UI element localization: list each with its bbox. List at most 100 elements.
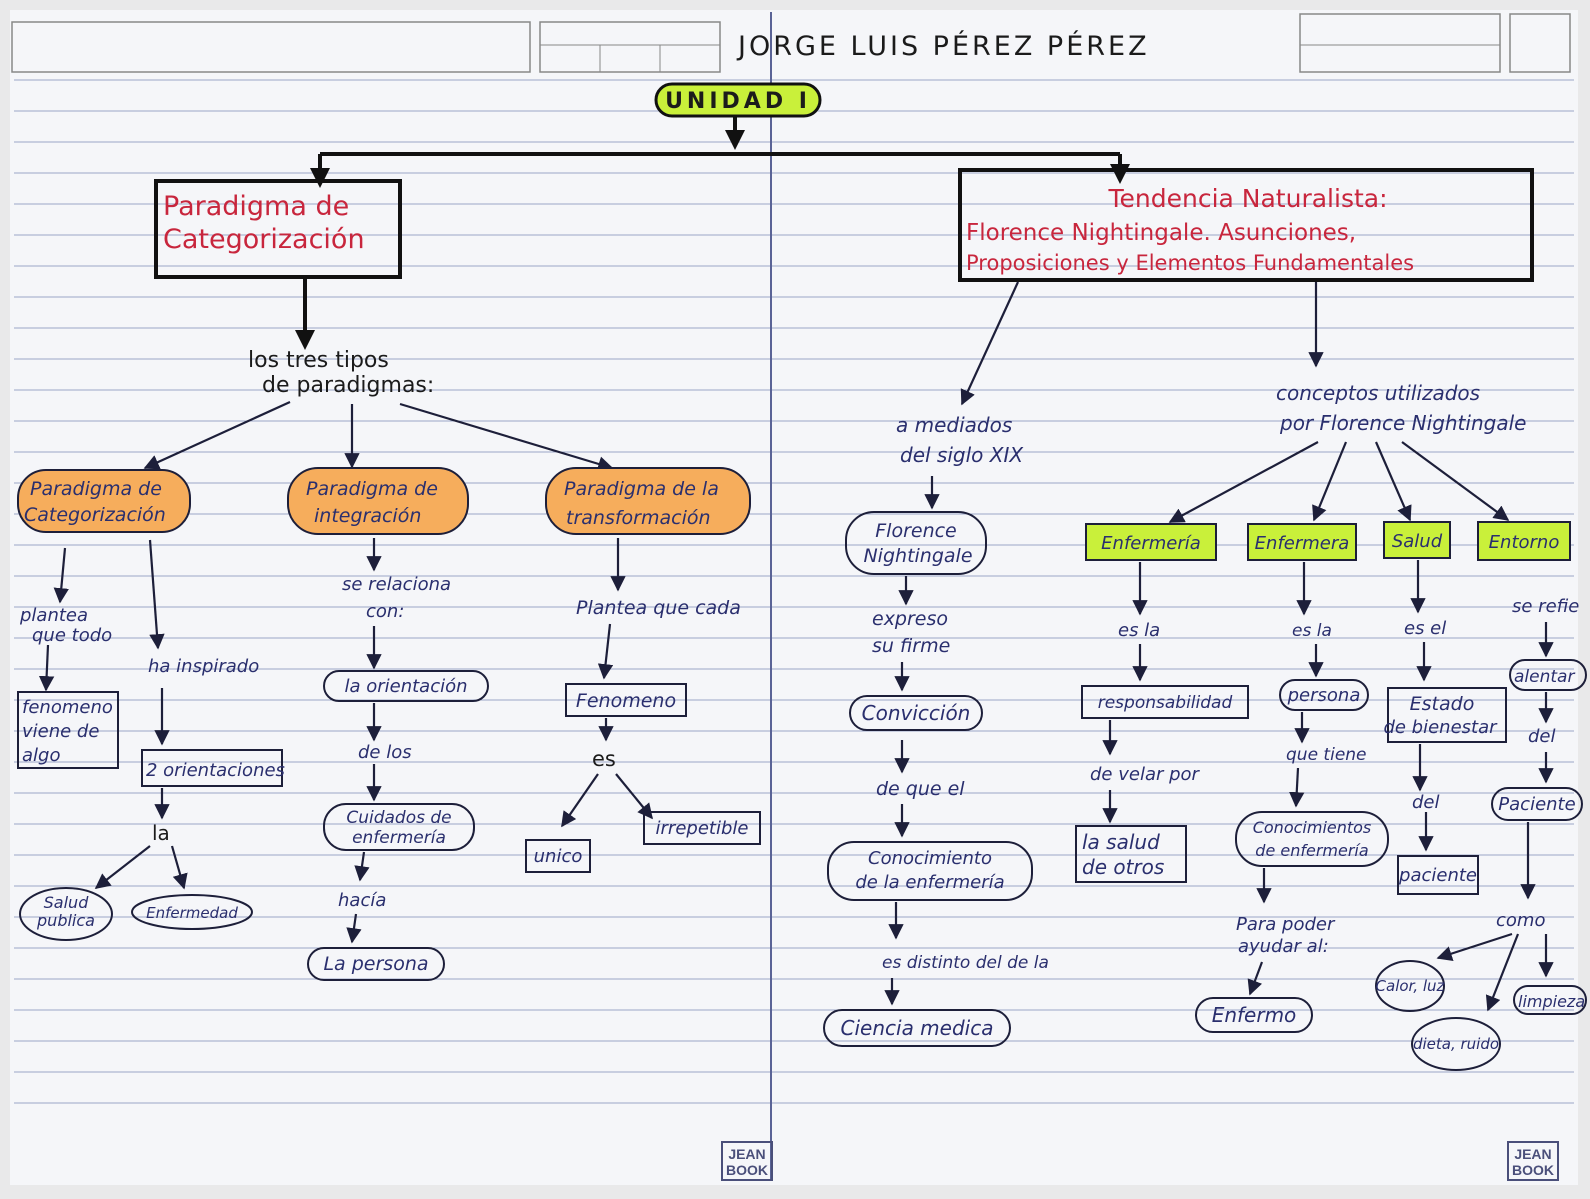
link-label: de los [358, 742, 412, 763]
link-label: es el [1404, 618, 1446, 639]
svg-text:de la enfermería: de la enfermería [855, 872, 1004, 893]
link-label: es la [1292, 621, 1332, 641]
leaf-text: Calor, luz [1376, 977, 1446, 995]
svg-text:viene de: viene de [22, 721, 99, 742]
node-text: persona [1287, 685, 1361, 706]
right-title-line: Florence Nightingale. Asunciones, [966, 220, 1356, 246]
leaf-text: irrepetible [656, 818, 749, 839]
link-label: hacía [338, 890, 386, 911]
svg-text:con:: con: [366, 601, 404, 622]
node-label-line: Paradigma de [30, 478, 162, 500]
box-paciente: paciente [1397, 855, 1479, 895]
link-label: Para poder [1236, 914, 1336, 935]
svg-text:integración: integración [314, 505, 421, 527]
svg-text:Paradigma de: Paradigma de [306, 478, 438, 500]
concept-label: Salud [1392, 531, 1443, 552]
svg-text:JEAN: JEAN [728, 1146, 765, 1162]
link-label: la [152, 821, 170, 845]
box-fenomeno: Fenomeno [565, 683, 687, 717]
right-title-line: Tendencia Naturalista: [1107, 184, 1387, 213]
svg-text:Cuidados de: Cuidados de [346, 808, 451, 828]
svg-text:ayudar al:: ayudar al: [1238, 936, 1329, 957]
svg-text:Proposiciones y Elementos Fund: Proposiciones y Elementos Fundamentales [966, 251, 1414, 275]
node-text: La persona [323, 953, 428, 975]
svg-text:a mediados: a mediados [896, 413, 1012, 437]
svg-text:Conocimientos: Conocimientos [1253, 818, 1372, 837]
svg-text:Paradigma de: Paradigma de [30, 478, 162, 500]
svg-text:Florence Nightingale. Asuncion: Florence Nightingale. Asunciones, [966, 220, 1356, 246]
svg-text:Paradigma de: Paradigma de [163, 191, 349, 222]
link-label: como [1496, 910, 1545, 931]
leaf-text: Enfermedad [146, 904, 238, 922]
link-label: de que el [876, 778, 965, 800]
box-text-line: algo [22, 745, 60, 766]
node-text: enfermería [352, 828, 446, 848]
node-text: Florence [875, 520, 957, 542]
svg-text:Tendencia Naturalista:: Tendencia Naturalista: [1107, 184, 1387, 213]
svg-text:algo: algo [22, 745, 60, 766]
box-text-line: fenomeno [22, 697, 113, 718]
box-responsabilidad: responsabilidad [1081, 685, 1249, 719]
link-label: es la [1118, 620, 1160, 641]
concept-label: Enfermera [1255, 533, 1350, 554]
jean-book-logo-right: JEAN BOOK [1507, 1141, 1559, 1181]
node-text: la orientación [344, 676, 467, 697]
node-paciente: Paciente [1491, 787, 1583, 821]
svg-text:Categorización: Categorización [163, 224, 365, 255]
leaf-unico: unico [525, 839, 591, 873]
leaf-irrepetible: irrepetible [643, 811, 761, 845]
svg-text:su firme: su firme [872, 635, 950, 657]
left-title-box: Paradigma de Categorización [154, 179, 402, 279]
leaf-text: limpieza [1518, 992, 1585, 1011]
node-text: de la enfermería [855, 872, 1004, 893]
link-label: a mediados [896, 413, 1012, 437]
svg-text:BOOK: BOOK [1512, 1162, 1554, 1178]
svg-text:que todo: que todo [32, 625, 112, 646]
root-label: UNIDAD I [665, 89, 811, 114]
leaf-enfermedad: Enfermedad [131, 894, 253, 930]
box-estado-de-bienestar: Estado de bienestar [1383, 687, 1507, 743]
svg-text:por Florence Nightingale: por Florence Nightingale [1279, 411, 1526, 435]
svg-text:de enfermería: de enfermería [1255, 841, 1368, 860]
node-conviccion: Convicción [849, 695, 983, 731]
svg-text:de bienestar: de bienestar [1383, 717, 1498, 738]
leaf-salud-publica: Salud publica [19, 887, 113, 941]
node-persona: persona [1279, 679, 1369, 711]
left-subtitle-line: los tres tipos [248, 348, 389, 373]
svg-text:los tres tipos: los tres tipos [248, 348, 389, 373]
right-title-line: Proposiciones y Elementos Fundamentales [966, 251, 1414, 275]
concept-label: Entorno [1489, 532, 1560, 553]
leaf-dieta-ruido: dieta, ruido [1411, 1017, 1501, 1071]
concept-entorno: Entorno [1477, 521, 1571, 561]
svg-text:expreso: expreso [872, 608, 948, 630]
svg-text:fenomeno: fenomeno [22, 697, 113, 718]
svg-text:de otros: de otros [1082, 855, 1164, 879]
root-node: UNIDAD I [654, 82, 822, 118]
paradigm-transformacion-node: Paradigma de la transformación [545, 467, 751, 535]
svg-text:transformación: transformación [566, 507, 711, 529]
svg-text:conceptos utilizados: conceptos utilizados [1276, 381, 1480, 405]
node-text: Ciencia medica [841, 1016, 994, 1040]
node-text: Convicción [862, 701, 971, 725]
svg-text:BOOK: BOOK [726, 1162, 768, 1178]
leaf-text: unico [534, 846, 583, 867]
node-label-line: integración [314, 505, 421, 527]
concepts-label: por Florence Nightingale [1279, 411, 1526, 435]
link-label: del siglo XIX [900, 443, 1024, 467]
node-label-line: Paradigma de [306, 478, 438, 500]
link-label: plantea [19, 605, 88, 626]
leaf-text: dieta, ruido [1413, 1035, 1499, 1053]
box-text: de bienestar [1383, 717, 1498, 738]
link-label: es [592, 747, 616, 771]
link-label: con: [366, 601, 404, 622]
paper-sheet [10, 10, 1578, 1185]
link-label: del [1528, 726, 1556, 747]
node-enfermo: Enfermo [1195, 997, 1313, 1033]
svg-text:Florence: Florence [875, 520, 957, 542]
box-text: responsabilidad [1098, 693, 1233, 713]
link-label: que tiene [1286, 745, 1367, 765]
link-label: expreso [872, 608, 948, 630]
concept-enfermera: Enfermera [1247, 523, 1357, 561]
svg-text:enfermería: enfermería [352, 828, 446, 848]
